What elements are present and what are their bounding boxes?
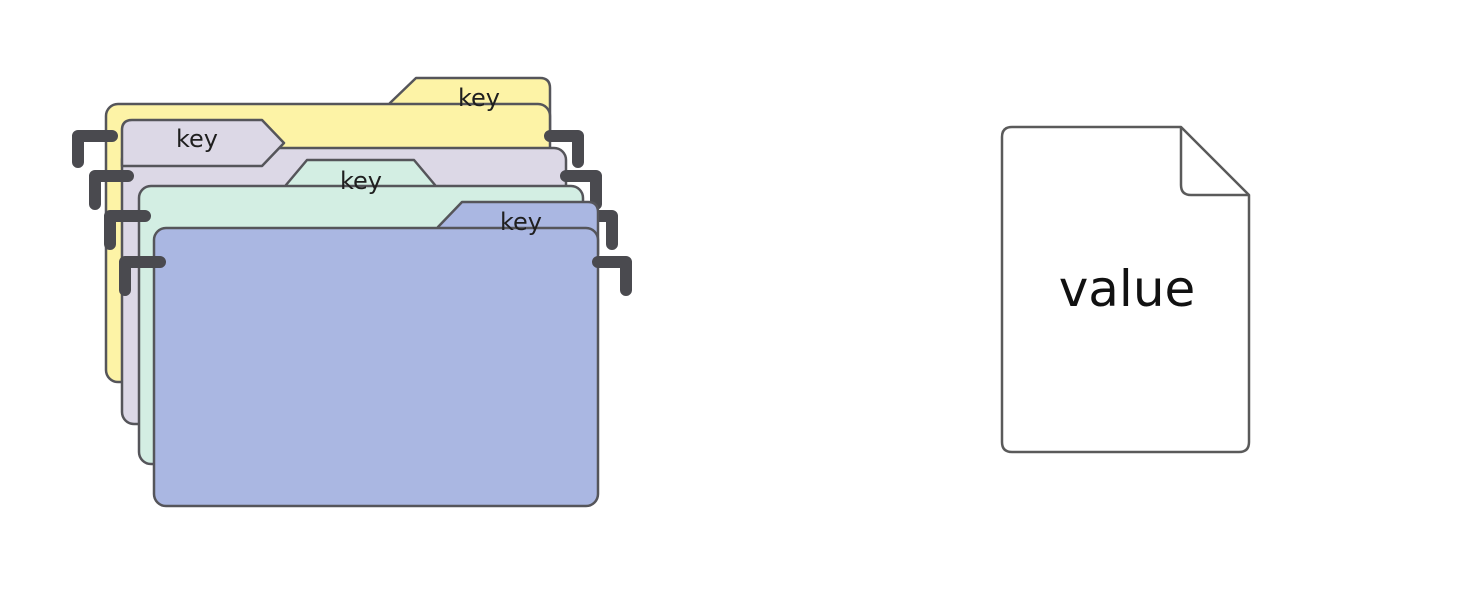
folder-blue: key [152,200,600,508]
folder-lavender-key-label: key [176,125,218,153]
folder-lavender-hanger [89,170,602,210]
folder-blue-hanger [119,256,632,296]
document-value-label: value [1059,260,1196,318]
folder-blue-body [152,226,600,508]
folder-yellow-hanger [72,130,584,168]
value-document: value [1000,125,1251,454]
document-folded-corner [1179,127,1249,197]
folder-blue-key-label: key [500,208,542,236]
folder-yellow-key-label: key [458,84,500,112]
document-body [1000,125,1251,454]
folder-lavender-tab [120,118,286,168]
folder-mint-key-label: key [340,167,382,195]
